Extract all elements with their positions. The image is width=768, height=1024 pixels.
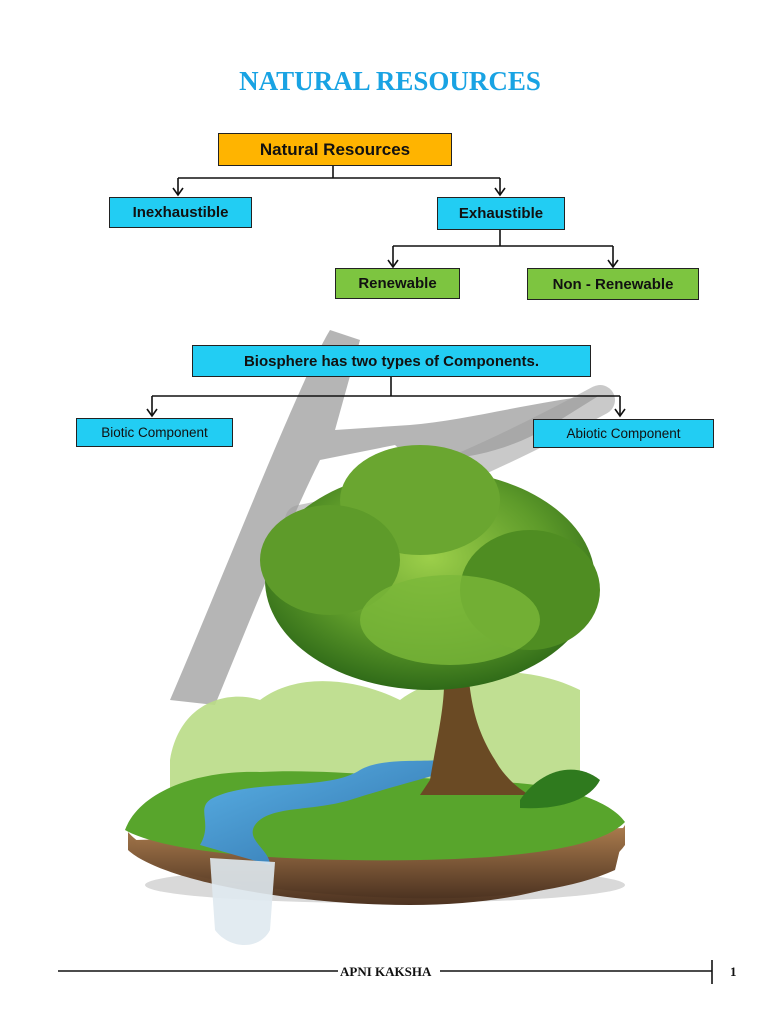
biosphere-label: Biosphere has two types of Components. bbox=[243, 352, 540, 370]
abiotic-component-label: Abiotic Component bbox=[566, 426, 681, 441]
exhaustible-label: Exhaustible bbox=[458, 205, 544, 222]
renewable-label: Renewable bbox=[358, 275, 437, 292]
renewable-box: Renewable bbox=[335, 268, 460, 299]
inexhaustible-label: Inexhaustible bbox=[132, 204, 229, 221]
page-title: NATURAL RESOURCES bbox=[239, 66, 541, 96]
biotic-component-label: Biotic Component bbox=[101, 425, 208, 440]
non-renewable-box: Non - Renewable bbox=[527, 268, 699, 300]
biotic-component-box: Biotic Component bbox=[76, 418, 233, 447]
exhaustible-box: Exhaustible bbox=[437, 197, 565, 230]
biosphere-box: Biosphere has two types of Components. bbox=[192, 345, 591, 377]
natural-resources-box: Natural Resources bbox=[218, 133, 452, 166]
non-renewable-label: Non - Renewable bbox=[552, 275, 674, 293]
natural-resources-label: Natural Resources bbox=[259, 139, 411, 159]
footer-brand: APNI KAKSHA bbox=[340, 964, 432, 979]
inexhaustible-box: Inexhaustible bbox=[109, 197, 252, 228]
abiotic-component-box: Abiotic Component bbox=[533, 419, 714, 448]
page-number: 1 bbox=[730, 964, 737, 979]
